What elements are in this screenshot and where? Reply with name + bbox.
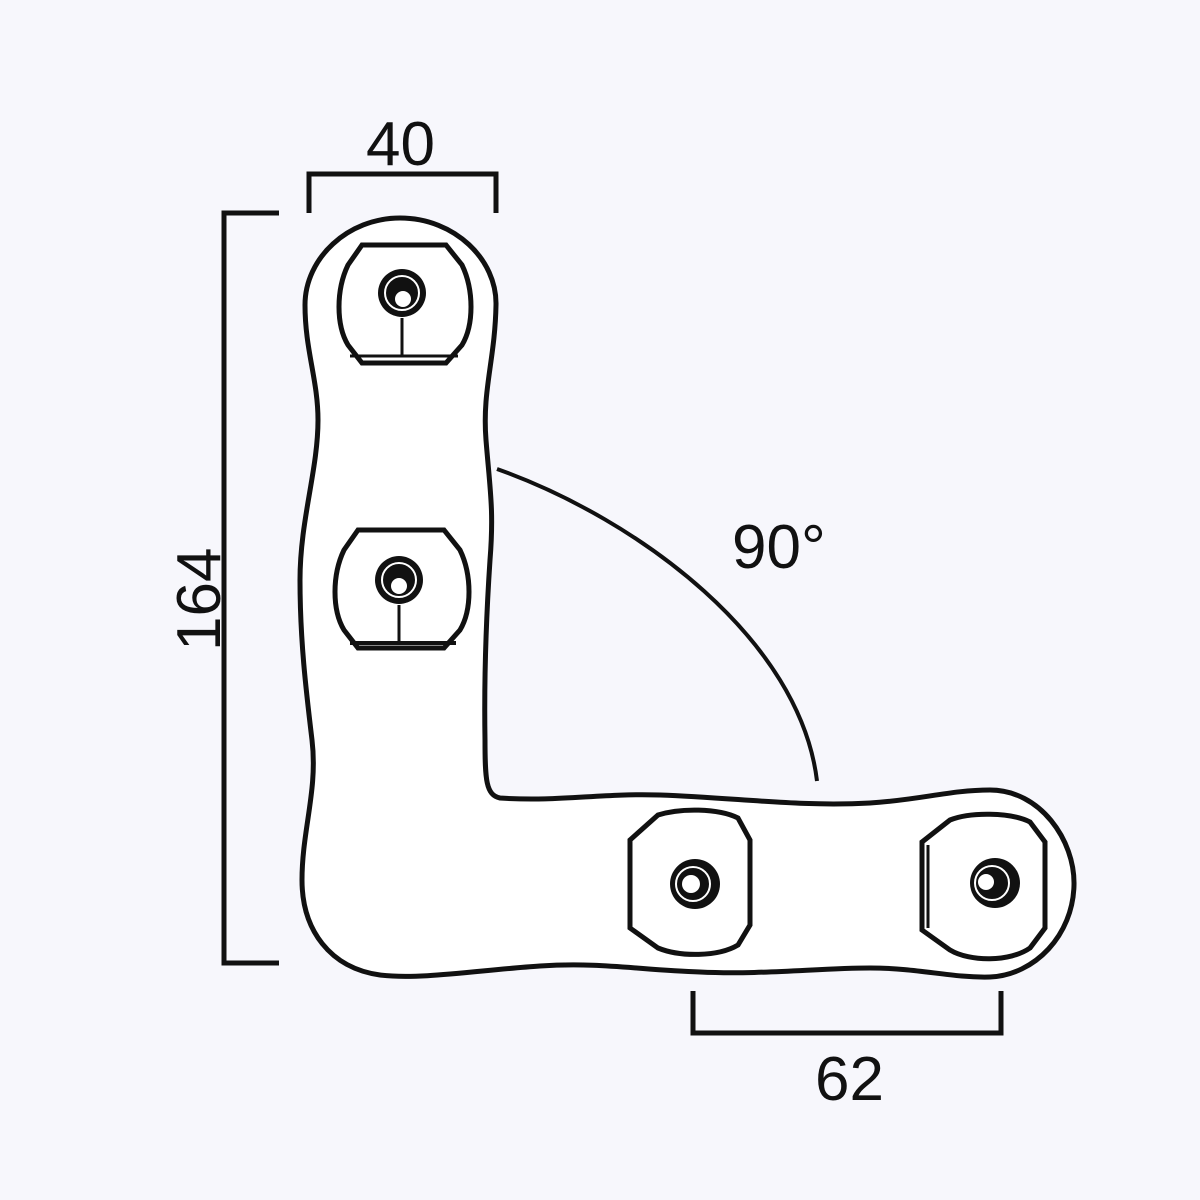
mounting-hole-2 [332, 527, 472, 651]
width-dimension-label: 40 [366, 110, 435, 179]
hole-pitch-dimension-label: 62 [815, 1045, 884, 1114]
angle-label: 90° [732, 513, 826, 582]
mounting-hole-1 [336, 242, 474, 366]
height-dimension-line [221, 210, 279, 966]
mounting-hole-4 [919, 811, 1048, 962]
height-dimension-label: 164 [165, 547, 234, 651]
width-dimension-line [306, 171, 499, 213]
angle-arc [496, 467, 819, 782]
pitch-dimension-line [690, 991, 1004, 1036]
mounting-hole-3 [627, 807, 753, 957]
